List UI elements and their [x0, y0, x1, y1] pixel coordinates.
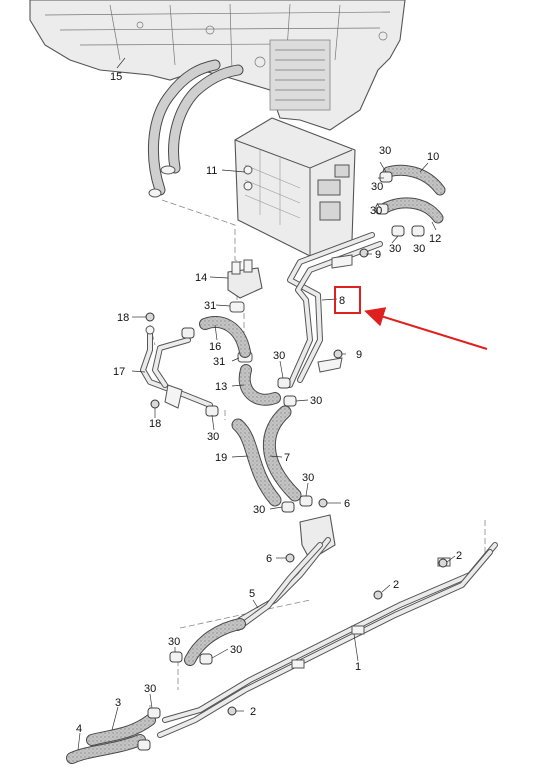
control-module-11 [234, 117, 356, 257]
callout-19: 19 [215, 452, 227, 464]
callout-30: 30 [379, 145, 391, 157]
callout-5: 5 [249, 588, 255, 600]
callout-30: 30 [253, 504, 265, 516]
hose-13 [238, 364, 281, 406]
connector-14 [227, 259, 263, 299]
callout-12: 12 [429, 233, 441, 245]
callout-14: 14 [195, 272, 207, 284]
callout-30: 30 [413, 243, 425, 255]
callout-31: 31 [213, 356, 225, 368]
callout-30: 30 [370, 205, 382, 217]
pipe-8 [287, 232, 383, 388]
callout-17: 17 [113, 366, 125, 378]
callout-18: 18 [117, 312, 129, 324]
clamp-31-upper [229, 301, 245, 313]
callout-labels: 15 11 30 10 30 30 30 30 12 9 14 31 8 18 … [76, 71, 462, 735]
pipe-17 [140, 325, 213, 409]
callout-30: 30 [389, 243, 401, 255]
callout-7: 7 [284, 452, 290, 464]
callout-30: 30 [168, 636, 180, 648]
callout-6: 6 [344, 498, 350, 510]
callout-4: 4 [76, 723, 82, 735]
callout-18: 18 [149, 418, 161, 430]
callout-1: 1 [355, 661, 361, 673]
callout-2: 2 [250, 706, 256, 718]
hose-19 [231, 418, 282, 507]
upper-coolant-hoses [148, 59, 244, 198]
hose-7 [262, 405, 302, 502]
callout-2: 2 [393, 579, 399, 591]
highlight-box-part-8 [334, 286, 361, 314]
callout-10: 10 [427, 151, 439, 163]
nuts [145, 248, 448, 716]
callout-6: 6 [266, 553, 272, 565]
hose-12 [379, 197, 444, 224]
assembly-line-15-14 [161, 199, 243, 263]
callout-30: 30 [302, 472, 314, 484]
bracket-6 [299, 514, 336, 561]
callout-31: 31 [204, 300, 216, 312]
callout-30: 30 [273, 350, 285, 362]
callout-16: 16 [209, 341, 221, 353]
callout-30: 30 [371, 181, 383, 193]
callout-11: 11 [206, 165, 217, 177]
callout-30: 30 [230, 644, 242, 656]
callout-2: 2 [456, 550, 462, 562]
hose-4 [66, 734, 146, 764]
callout-30: 30 [310, 395, 322, 407]
hose-10 [382, 164, 446, 196]
pipe-5 [235, 537, 331, 631]
hose-5 [184, 618, 246, 666]
pipe-1 [157, 542, 498, 738]
callout-9: 9 [356, 349, 362, 361]
callout-13: 13 [215, 381, 227, 393]
leader-lines [77, 57, 456, 751]
callout-15: 15 [110, 71, 122, 83]
callout-9: 9 [375, 249, 381, 261]
highlight-arrow [364, 307, 488, 350]
hose-3 [86, 714, 156, 746]
callout-30: 30 [207, 431, 219, 443]
hose-16 [199, 316, 251, 358]
callout-30: 30 [144, 683, 156, 695]
callout-8: 8 [339, 295, 345, 307]
callout-3: 3 [115, 697, 121, 709]
